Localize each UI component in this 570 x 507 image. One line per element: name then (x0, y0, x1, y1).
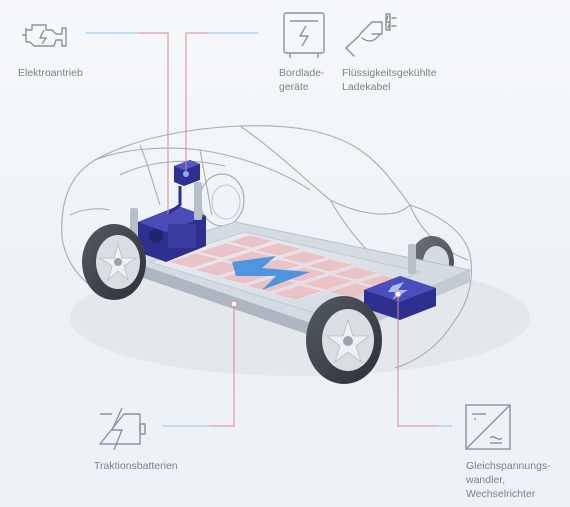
label-electric-drive: Elektroantrieb (18, 66, 83, 80)
label-charging-cable: Flüssigkeitsgekühlte Ladekabel (342, 66, 437, 94)
lightning-bolt (232, 256, 310, 290)
label-dc-converter-line1: Gleichspannungs- (466, 460, 551, 472)
battery-icon (99, 407, 146, 451)
wheel-front-left (306, 296, 382, 384)
label-traction-batteries-text: Traktionsbatterien (94, 460, 178, 472)
label-dc-converter-line2: wandler, (466, 474, 506, 486)
label-onboard-charger-line2: geräte (279, 81, 309, 93)
onboard-charger-module (167, 160, 200, 216)
label-dc-converter: Gleichspannungs- wandler, Wechselrichter (466, 459, 551, 501)
onboard-charger-icon (283, 12, 325, 58)
wheel-rear-left (82, 224, 146, 300)
label-charging-cable-line2: Ladekabel (342, 81, 391, 93)
label-charging-cable-line1: Flüssigkeitsgekühlte (342, 67, 437, 79)
suspension (130, 182, 416, 274)
label-onboard-charger-line1: Bordlade- (279, 67, 325, 79)
engine-icon (22, 24, 67, 47)
wheel-rear-right (199, 173, 245, 227)
label-traction-batteries: Traktionsbatterien (94, 459, 178, 473)
car-body-outline (61, 125, 472, 369)
label-onboard-charger: Bordlade- geräte (279, 66, 325, 94)
label-dc-converter-line3: Wechselrichter (466, 488, 536, 500)
rear-motor (138, 206, 206, 262)
label-electric-drive-text: Elektroantrieb (18, 67, 83, 79)
leader-lines (86, 32, 452, 427)
converter-icon (465, 404, 511, 450)
battery-pack (148, 231, 422, 315)
charging-plug-icon (345, 13, 397, 57)
